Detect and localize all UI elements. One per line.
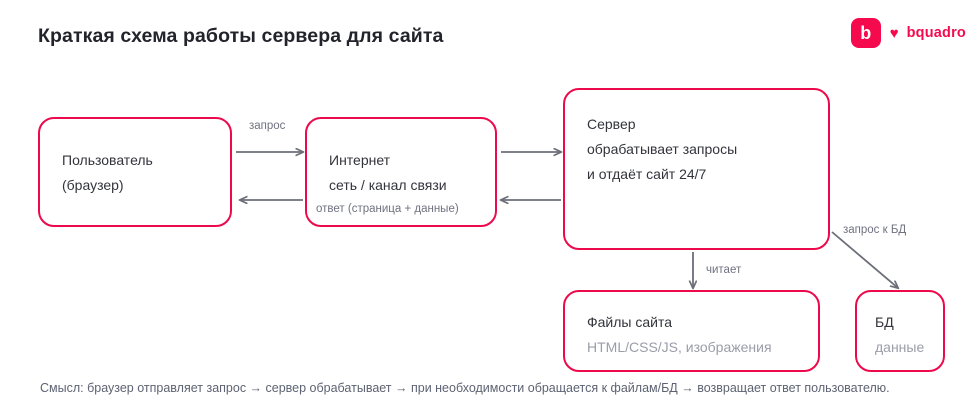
- node-server-line-2: и отдаёт сайт 24/7: [587, 166, 707, 182]
- edge-label-request: запрос: [246, 120, 289, 132]
- node-db-line-0: БД: [875, 314, 894, 330]
- node-files-line-0: Файлы сайта: [587, 314, 673, 330]
- node-internet-line-1: сеть / канал связи: [329, 177, 447, 193]
- node-files-line-1: HTML/CSS/JS, изображения: [587, 339, 772, 355]
- node-internet-text: Интернет сеть / канал связи: [329, 148, 481, 198]
- node-db[interactable]: БД данные: [855, 290, 945, 372]
- node-server[interactable]: Сервер обрабатывает запросы и отдаёт сай…: [563, 88, 830, 250]
- node-db-line-1: данные: [875, 339, 925, 355]
- edge-label-reads: читает: [703, 264, 745, 276]
- node-files[interactable]: Файлы сайта HTML/CSS/JS, изображения: [563, 290, 820, 372]
- brand-logo: b ♥ bquadro: [850, 18, 966, 48]
- node-server-line-0: Сервер: [587, 116, 636, 132]
- node-user-line-0: Пользователь: [62, 152, 153, 168]
- brand-mark-icon: b: [850, 18, 881, 48]
- footer-note: Смысл: браузер отправляет запрос → серве…: [40, 381, 890, 395]
- brand-name: bquadro: [906, 25, 966, 41]
- node-server-line-1: обрабатывает запросы: [587, 141, 738, 157]
- node-internet-line-0: Интернет: [329, 152, 391, 168]
- edge-server-to-db: [831, 231, 898, 288]
- page-title: Краткая схема работы сервера для сайта: [38, 25, 444, 47]
- node-db-text: БД данные: [875, 310, 935, 360]
- heart-icon: ♥: [889, 24, 899, 42]
- edge-label-response: ответ (страница + данные): [313, 203, 462, 215]
- node-files-text: Файлы сайта HTML/CSS/JS, изображения: [587, 310, 804, 360]
- node-user-text: Пользователь (браузер): [62, 148, 216, 198]
- edge-label-db-query: запрос к БД: [840, 224, 910, 236]
- node-user[interactable]: Пользователь (браузер): [38, 117, 232, 227]
- node-server-text: Сервер обрабатывает запросы и отдаёт сай…: [587, 112, 814, 187]
- node-user-line-1: (браузер): [62, 177, 124, 193]
